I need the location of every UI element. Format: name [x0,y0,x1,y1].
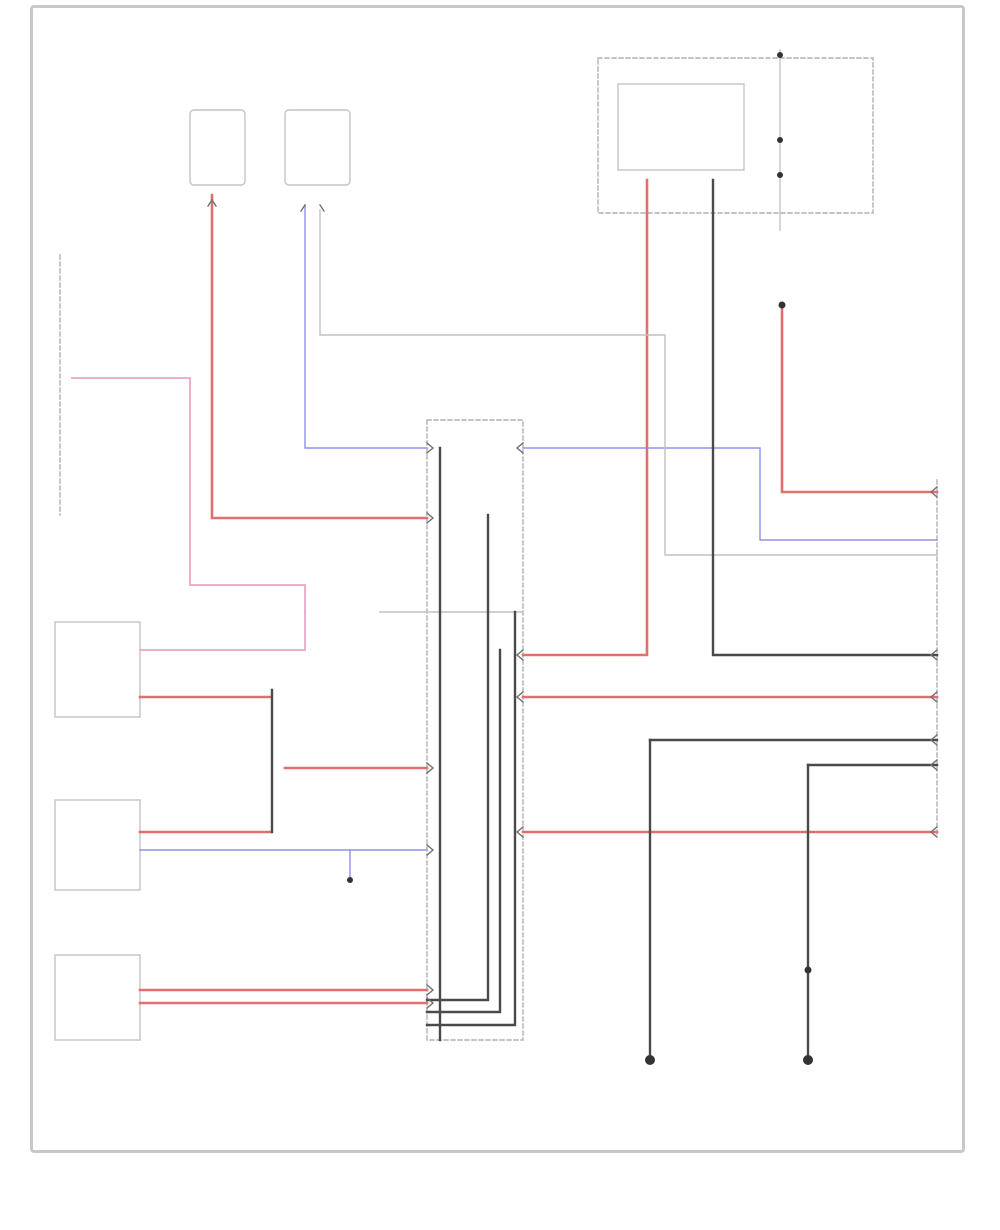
fuse-node [778,301,786,309]
ground-stub-node [347,877,353,883]
pin-mark-2 [426,512,524,661]
pin-marks [207,199,938,1009]
component-boxes [54,49,781,1041]
diagram-border [30,5,965,1153]
ground-2-node [803,1055,813,1065]
pink-wire-cm1 [139,611,306,651]
control-module-2-box [54,799,141,891]
red-wire-fuse [780,303,939,494]
dashed-outlines [59,57,938,1041]
dark-wire-joint-b [425,648,502,1014]
joint-connector-outline [426,419,524,1041]
gray-wires [319,209,938,613]
pin-mark-5 [426,984,435,1009]
pin-mark-7 [929,734,938,838]
pin-mark-6 [929,486,938,703]
red-wires [138,178,939,1005]
pin-mark-1 [426,442,524,454]
fuse-low-node [777,172,783,178]
control-module-3-box [54,954,141,1041]
red-wire-module-top [521,178,649,657]
dark-wire-module [711,178,939,657]
pink-wires [71,377,306,651]
sensor-left-box [189,109,246,186]
top-right-module-outline [597,57,874,214]
fuse-top-node [777,52,783,58]
splices [347,52,813,1065]
ground-1-node [645,1055,655,1065]
red-wire-sensor-left [210,193,429,520]
ground-2-splice [804,966,812,974]
blue-wire-sensor-right [304,204,428,449]
fuse-mid-node [777,137,783,143]
top-right-module-box [617,83,745,171]
blue-wires [139,204,938,881]
pin-mark-4 [426,826,524,856]
gray-wire-sensor-right [319,209,938,556]
sensor-right-box [284,109,351,186]
control-module-1-box [54,621,141,718]
blue-wire-right [522,447,938,541]
pink-wire-dlc [71,377,306,613]
dark-wire-joint-c [425,610,517,1027]
pin-mark-8 [207,199,325,212]
pin-mark-3 [426,691,524,774]
dark-wires [270,178,939,1057]
dark-wire-joint-a [425,513,490,1002]
